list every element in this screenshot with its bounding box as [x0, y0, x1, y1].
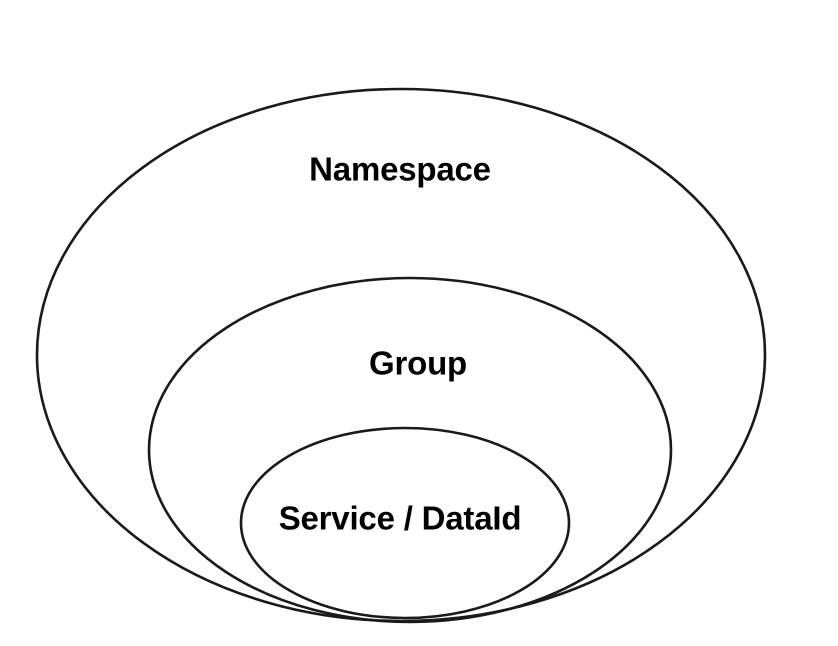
- label-service-dataid: Service / DataId: [279, 500, 522, 537]
- label-namespace: Namespace: [309, 151, 491, 188]
- ellipse-service-dataid[interactable]: [239, 426, 571, 620]
- ellipse-group[interactable]: [147, 276, 673, 624]
- label-group: Group: [369, 345, 467, 382]
